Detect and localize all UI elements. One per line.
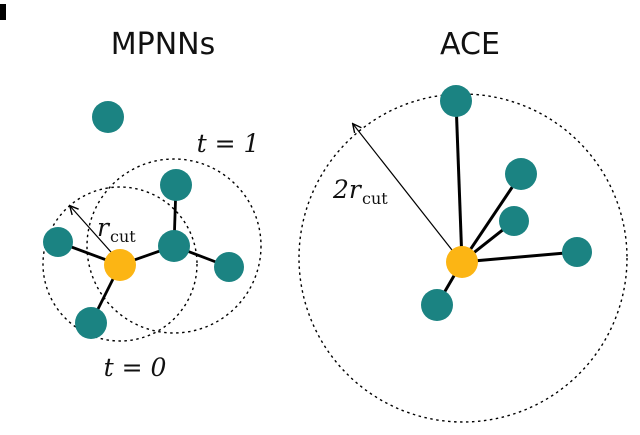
mpnn-edges <box>57 184 230 324</box>
ace-neighbor-atom <box>421 289 453 321</box>
ace-neighbor-atom <box>562 237 592 267</box>
mpnn-neighbor-atom <box>158 230 190 262</box>
mpnn-neighbor-atom <box>75 307 107 339</box>
mpnn-isolated-atom <box>92 101 124 133</box>
ace-2rcut-arrow <box>353 124 453 251</box>
ace-2rcut-label-sub: cut <box>362 189 388 208</box>
mpnn-t1-label: t = 1 <box>197 129 260 158</box>
ace-edge <box>461 250 578 264</box>
mpnn-rcut-label: r <box>97 213 111 242</box>
scan-artifact <box>0 4 6 20</box>
ace-title: ACE <box>440 27 500 62</box>
mpnn-t0-cutoff-circle <box>42 186 198 342</box>
mpnn-rcut-label-sub: cut <box>110 227 136 246</box>
mpnn-t0-label: t = 0 <box>104 353 167 382</box>
ace-edge <box>460 173 523 263</box>
mpnn-t1-cutoff-circle <box>86 158 262 334</box>
ace-edge <box>454 100 464 263</box>
ace-cutoff-circle <box>298 93 628 423</box>
mpnn-neighbor-atom <box>160 169 192 201</box>
ace-central-atom <box>446 246 478 278</box>
mpnn-central-atom <box>104 249 136 281</box>
ace-neighbor-atom <box>440 85 472 117</box>
mpnn-title: MPNNs <box>111 27 216 62</box>
ace-neighbor-atom <box>499 206 529 236</box>
mpnn-neighbor-atom <box>214 252 244 282</box>
mpnn-rcut-arrow <box>70 206 120 262</box>
mpnn-neighbor-atom <box>43 227 73 257</box>
ace-2rcut-label: 2r <box>332 175 363 204</box>
ace-neighbor-atom <box>505 158 537 190</box>
